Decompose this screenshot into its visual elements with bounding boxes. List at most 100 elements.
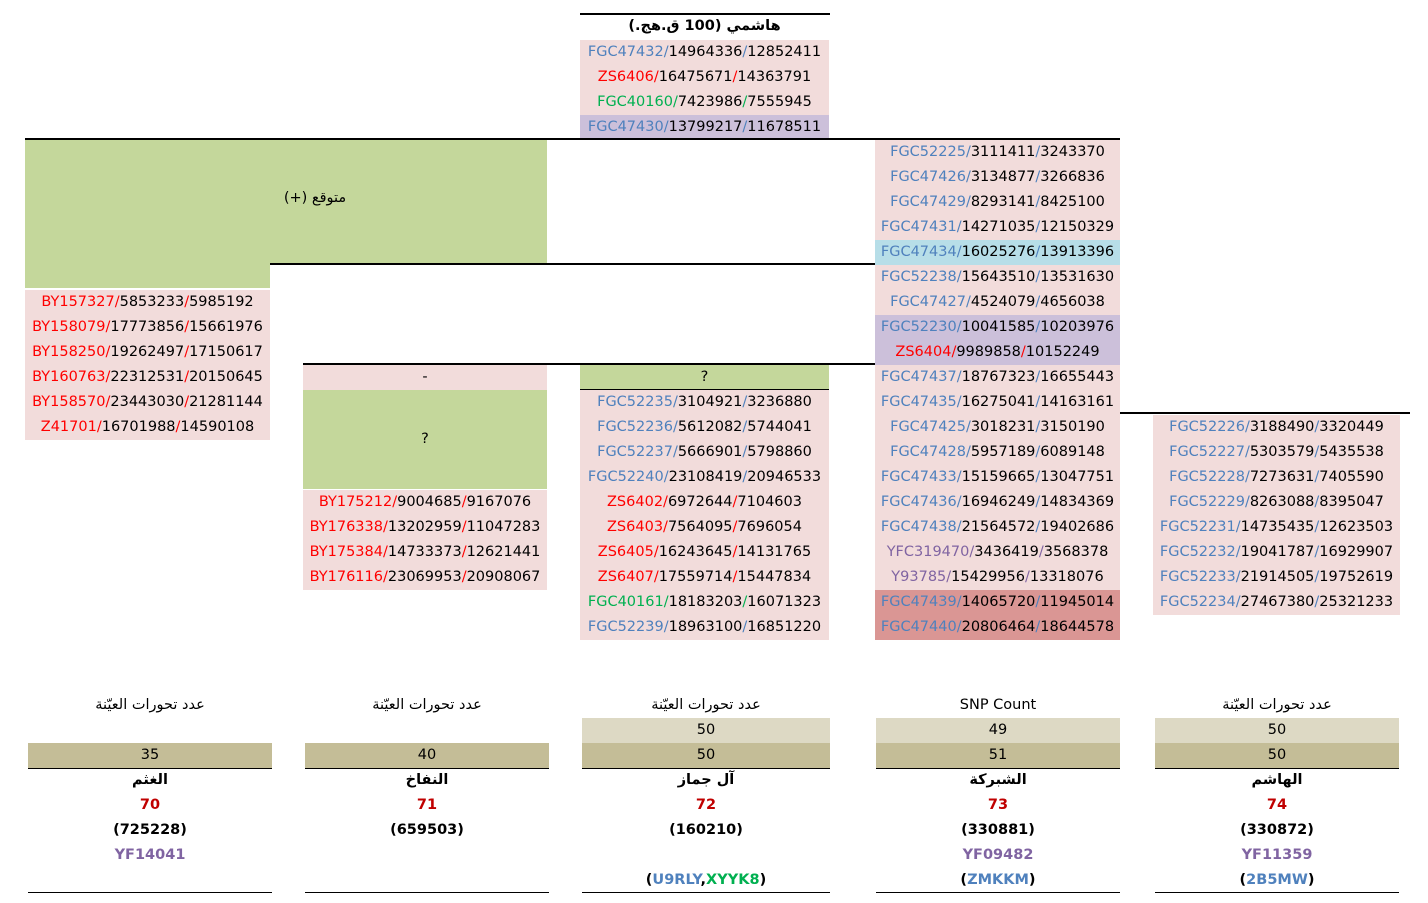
haplogroup-label: YF14041 bbox=[114, 847, 186, 863]
snp-cell: FGC47427/4524079/4656038 bbox=[875, 290, 1120, 315]
snp-separator: / bbox=[663, 469, 669, 485]
sample-heading: عدد تحورات العيّنة bbox=[372, 697, 482, 713]
snp-name: FGC52233 bbox=[1159, 569, 1236, 585]
snp-position-hg19: 16655443 bbox=[1040, 369, 1115, 385]
kit-number: (160210) bbox=[669, 822, 743, 838]
snp-position: 5853233 bbox=[119, 294, 185, 310]
snp-separator: / bbox=[1244, 444, 1250, 460]
snp-cell: FGC47429/8293141/8425100 bbox=[875, 190, 1120, 215]
snp-name: FGC47438 bbox=[880, 519, 957, 535]
snp-position-hg19: 8425100 bbox=[1040, 194, 1105, 210]
snp-position-hg19: 11047283 bbox=[466, 519, 541, 535]
snp-name: FGC47440 bbox=[880, 619, 957, 635]
snp-position-hg19: 3236880 bbox=[747, 394, 812, 410]
snp-name: FGC47436 bbox=[880, 494, 957, 510]
snp-separator: / bbox=[951, 344, 957, 360]
snp-position-hg19: 12150329 bbox=[1040, 219, 1115, 235]
snp-separator: / bbox=[1235, 569, 1241, 585]
snp-separator: / bbox=[1244, 469, 1250, 485]
snp-position-hg19: 16929907 bbox=[1319, 544, 1394, 560]
snp-position: 23443030 bbox=[110, 394, 185, 410]
snp-separator: / bbox=[732, 494, 738, 510]
snp-separator: / bbox=[461, 569, 467, 585]
snp-separator: / bbox=[663, 494, 668, 510]
snp-name: FGC52229 bbox=[1169, 494, 1245, 510]
kit-tag: U9RLY bbox=[652, 872, 701, 888]
snp-position: 8293141 bbox=[970, 194, 1036, 210]
snp-name: FGC52236 bbox=[597, 419, 673, 435]
snp-cell: FGC40161/18183203/16071323 bbox=[580, 590, 829, 615]
snp-position: 7564095 bbox=[667, 519, 733, 535]
snp-separator: / bbox=[742, 394, 748, 410]
snp-separator: / bbox=[1314, 419, 1320, 435]
kit-number: (659503) bbox=[390, 822, 464, 838]
snp-name: FGC47426 bbox=[890, 169, 966, 185]
snp-position-hg19: 20908067 bbox=[466, 569, 541, 585]
snp-separator: / bbox=[1314, 494, 1320, 510]
snp-position-hg19: 4656038 bbox=[1040, 294, 1105, 310]
family-name: الغثم bbox=[132, 772, 168, 788]
sample-heading: عدد تحورات العيّنة bbox=[95, 697, 205, 713]
snp-separator: / bbox=[382, 544, 388, 560]
snp-position: 19041787 bbox=[1240, 544, 1315, 560]
snp-position-hg19: 5798860 bbox=[747, 444, 812, 460]
snp-position: 15159665 bbox=[961, 469, 1036, 485]
snp-position-hg19: 10203976 bbox=[1040, 319, 1115, 335]
snp-separator: / bbox=[1035, 169, 1041, 185]
snp-separator: / bbox=[742, 119, 748, 135]
snp-cell: YFC319470/3436419/3568378 bbox=[875, 540, 1120, 565]
snp-separator: / bbox=[382, 569, 388, 585]
snp-position: 21564572 bbox=[961, 519, 1036, 535]
snp-position: 13202959 bbox=[387, 519, 462, 535]
snp-separator: / bbox=[965, 144, 971, 160]
snp-position-hg19: 19752619 bbox=[1319, 569, 1394, 585]
snp-separator: / bbox=[663, 594, 669, 610]
snp-position: 15429956 bbox=[951, 569, 1025, 585]
snp-separator: / bbox=[1314, 444, 1320, 460]
snp-separator: / bbox=[732, 544, 738, 560]
snp-position: 10041585 bbox=[961, 319, 1036, 335]
kit-tags: (U9RLY,XYYK8) bbox=[582, 868, 830, 893]
snp-position: 16475671 bbox=[658, 69, 733, 85]
snp-separator: / bbox=[672, 444, 678, 460]
snp-cell: BY160763/22312531/20150645 bbox=[25, 365, 270, 390]
snp-name: FGC52237 bbox=[597, 444, 673, 460]
snp-separator: / bbox=[1035, 519, 1041, 535]
snp-separator: / bbox=[1035, 619, 1041, 635]
snp-position-hg19: 12852411 bbox=[747, 44, 822, 60]
snp-separator: / bbox=[956, 219, 962, 235]
snp-name: FGC52232 bbox=[1159, 544, 1236, 560]
snp-separator: / bbox=[742, 619, 748, 635]
snp-count: 50 bbox=[1155, 743, 1399, 768]
snp-position-hg19: 12621441 bbox=[466, 544, 541, 560]
kit-tag: ) bbox=[1307, 872, 1315, 888]
snp-separator: / bbox=[956, 319, 962, 335]
snp-cell: FGC52240/23108419/20946533 bbox=[580, 465, 829, 490]
snp-position: 8263088 bbox=[1249, 494, 1315, 510]
snp-cell: FGC52229/8263088/8395047 bbox=[1153, 490, 1400, 515]
snp-separator: / bbox=[1035, 469, 1041, 485]
kit-tag: XYYK8 bbox=[706, 872, 760, 888]
snp-position-hg19: 3320449 bbox=[1319, 419, 1384, 435]
snp-count-top: 49 bbox=[876, 718, 1120, 743]
snp-cell: ZS6406/16475671/14363791 bbox=[580, 65, 829, 90]
snp-name: FGC52228 bbox=[1169, 469, 1245, 485]
snp-name: FGC52225 bbox=[890, 144, 966, 160]
divider-line bbox=[305, 892, 549, 893]
snp-cell: ZS6405/16243645/14131765 bbox=[580, 540, 829, 565]
kit-number: (330881) bbox=[961, 822, 1035, 838]
snp-position: 3134877 bbox=[970, 169, 1036, 185]
snp-separator: / bbox=[663, 44, 669, 60]
snp-cell: FGC47433/15159665/13047751 bbox=[875, 465, 1120, 490]
snp-cell: FGC52238/15643510/13531630 bbox=[875, 265, 1120, 290]
snp-separator: / bbox=[742, 469, 748, 485]
snp-position-hg19: 14363791 bbox=[737, 69, 812, 85]
snp-name: BY158250 bbox=[32, 344, 106, 360]
snp-cell: FGC52233/21914505/19752619 bbox=[1153, 565, 1400, 590]
snp-name: Z41701 bbox=[40, 419, 97, 435]
snp-position: 9004685 bbox=[397, 494, 462, 510]
kit-tag: ( bbox=[1239, 872, 1247, 888]
snp-position: 7423986 bbox=[677, 94, 743, 110]
snp-separator: / bbox=[1035, 219, 1041, 235]
snp-position-hg19: 9167076 bbox=[466, 494, 532, 510]
